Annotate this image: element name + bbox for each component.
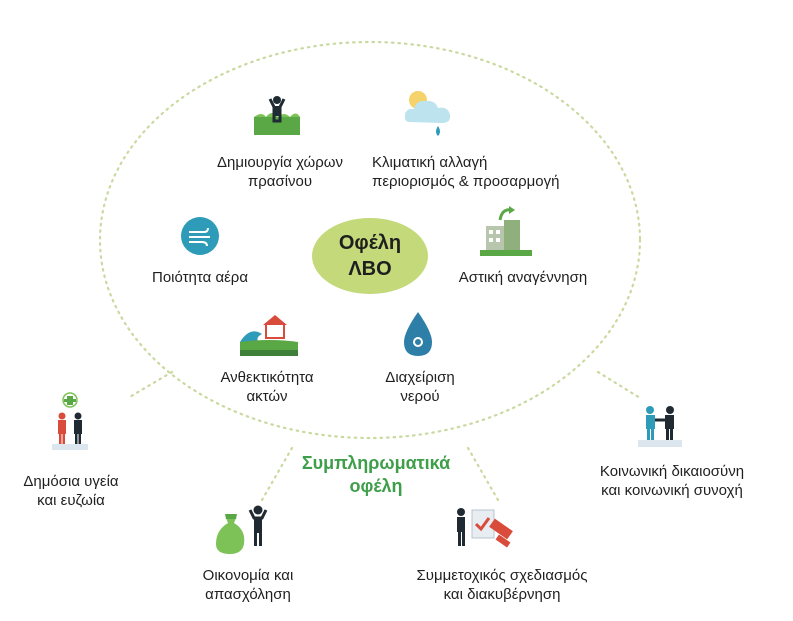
handshake-people-icon bbox=[638, 406, 682, 447]
complementary-planning-line-2: και διακυβέρνηση bbox=[443, 586, 561, 603]
benefit-green-line-2: πρασίνου bbox=[247, 173, 313, 190]
benefit-urban-label: Αστική αναγέννηση bbox=[432, 268, 614, 287]
benefit-coast-line-2: ακτών bbox=[246, 388, 288, 405]
person-on-grass-icon bbox=[254, 96, 300, 135]
benefit-climate-line-2: περιορισμός & προσαρμογή bbox=[372, 173, 560, 190]
center-label: Οφέλη ΛΒΟ bbox=[312, 218, 428, 294]
complementary-justice-label: Κοινωνική δικαιοσύνη και κοινωνική συνοχ… bbox=[562, 462, 782, 500]
connector-health bbox=[126, 370, 174, 400]
benefit-water-label: Διαχείριση νερού bbox=[360, 368, 480, 406]
benefit-climate-label: Κλιματική αλλαγή περιορισμός & προσαρμογ… bbox=[372, 153, 612, 191]
benefit-climate-line-1: Κλιματική αλλαγή bbox=[372, 154, 488, 171]
money-bag-person-icon bbox=[216, 505, 268, 554]
buildings-regeneration-icon bbox=[480, 206, 532, 256]
participatory-planning-icon bbox=[457, 508, 513, 548]
complementary-planning-line-1: Συμμετοχικός σχεδιασμός bbox=[416, 567, 588, 584]
center-ellipse bbox=[312, 218, 428, 294]
main-dotted-ellipse bbox=[98, 40, 642, 440]
complementary-health-label: Δημόσια υγεία και ευζωία bbox=[6, 472, 136, 510]
center-line-1: Οφέλη bbox=[338, 232, 402, 254]
complementary-planning-label: Συμμετοχικός σχεδιασμός και διακυβέρνηση bbox=[392, 566, 612, 604]
benefit-air-line-1: Ποιότητα αέρα bbox=[151, 269, 249, 286]
connector-justice bbox=[596, 370, 642, 400]
cloud-sun-drop-icon bbox=[404, 91, 451, 136]
health-people-icon bbox=[52, 392, 88, 450]
complementary-economy-label: Οικονομία και απασχόληση bbox=[178, 566, 318, 604]
center-line-2: ΛΒΟ bbox=[348, 258, 392, 280]
benefit-air-label: Ποιότητα αέρα bbox=[130, 268, 270, 287]
benefit-green-line-1: Δημιουργία χώρων bbox=[216, 154, 343, 171]
benefit-coast-line-1: Ανθεκτικότητα bbox=[220, 369, 314, 386]
benefit-urban-line-1: Αστική αναγέννηση bbox=[458, 269, 588, 286]
complementary-health-line-1: Δημόσια υγεία bbox=[23, 473, 119, 490]
complementary-title-line-1: Συμπληρωματικά bbox=[301, 453, 451, 473]
complementary-economy-line-1: Οικονομία και bbox=[202, 567, 294, 584]
complementary-justice-line-1: Κοινωνική δικαιοσύνη bbox=[599, 463, 745, 480]
benefit-coast-label: Ανθεκτικότητα ακτών bbox=[192, 368, 342, 406]
complementary-justice-line-2: και κοινωνική συνοχή bbox=[601, 482, 743, 499]
wind-circle-icon bbox=[181, 217, 219, 255]
coastal-house-wave-icon bbox=[240, 315, 298, 356]
complementary-title: Συμπληρωματικά οφέλη bbox=[268, 452, 484, 498]
benefit-water-line-2: νερού bbox=[400, 388, 440, 405]
complementary-title-line-2: οφέλη bbox=[349, 476, 403, 496]
benefit-water-line-1: Διαχείριση bbox=[385, 369, 455, 386]
benefit-green-label: Δημιουργία χώρων πρασίνου bbox=[185, 153, 375, 191]
complementary-health-line-2: και ευζωία bbox=[37, 492, 105, 509]
water-drop-icon bbox=[404, 312, 432, 356]
complementary-economy-line-2: απασχόληση bbox=[205, 586, 291, 603]
